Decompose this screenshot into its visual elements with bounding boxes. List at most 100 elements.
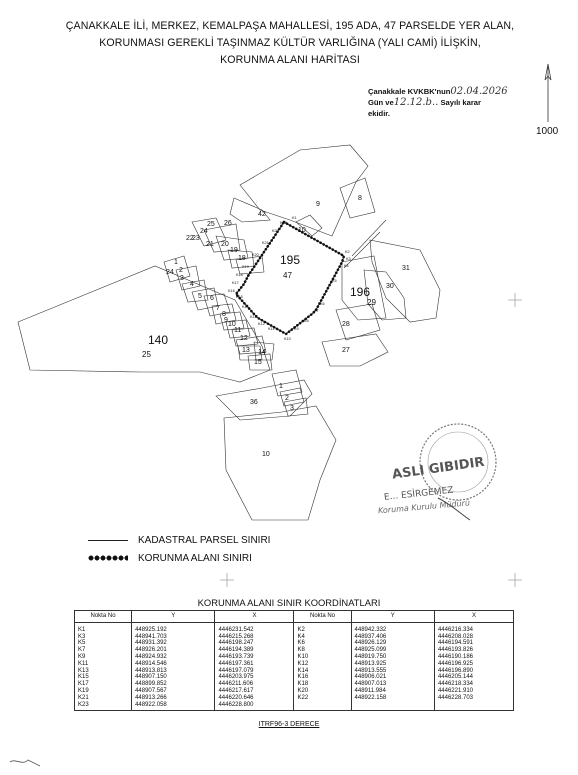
parcel-label-15: 15 [254,359,262,366]
parcel-label-10-west: 10 [228,321,236,328]
table-cell: 448914.546 [131,660,216,668]
parcel-label-9-west: 9 [224,317,228,324]
parcel-label-4: 4 [190,281,194,288]
point-label-k1: K1 [292,216,297,220]
parcel-10-north [295,214,323,237]
parcel-9 [239,144,369,237]
parcel-196-29 [341,255,387,321]
parcel-11 [231,327,259,347]
scale-label: 1000 [536,126,559,137]
parcel-5 [191,287,219,311]
parcel-15 [247,353,273,371]
table-cell: 448924.932 [131,653,216,661]
parcel-label-24-west: 24 [166,269,174,276]
point-label-k14: K14 [242,305,249,309]
parcel-label-20: 20 [221,241,229,248]
table-cell: 448937.406 [350,633,435,641]
point-label-k21: K21 [262,241,269,245]
table-cell: 4446196.925 [433,660,515,668]
table-cell: K19 [73,687,133,695]
table-title: KORUNMA ALANI SINIR KOORDİNATLARI [197,597,381,608]
table-cell: 448911.984 [350,687,435,695]
block-label-195: 195 [280,253,300,267]
parcel-label-9: 9 [316,201,320,208]
parcel-9-west [219,311,245,331]
point-label-k18: K18 [236,273,243,277]
map-title: ÇANAKKALE İLİ, MERKEZ, KEMALPAŞA MAHALLE… [10,18,570,69]
table-cell: 4446190.186 [433,653,515,661]
table-cell: 4446205.144 [433,674,515,682]
parcel-label-23: 23 [192,235,200,242]
parcel-label-13: 13 [242,347,250,354]
point-label-k7: K7 [314,309,319,313]
table-cell: K17 [73,681,133,688]
table-cell: K4 [293,633,352,641]
table-cell: 448913.813 [131,667,216,675]
legend-protection-label: KORUNMA ALANI SINIRI [138,553,252,564]
table-cell: 4446198.247 [214,640,295,648]
parcel-2 [279,387,305,407]
table-cell: 448907.013 [350,681,435,688]
table-cell: K9 [73,653,133,661]
point-label-k22: K22 [272,229,279,233]
protection-boundary-line [235,221,345,335]
header-x: X [214,610,295,623]
table-cell: 448907.150 [131,674,216,682]
table-cell: K5 [73,640,133,648]
table-cell: K23 [73,701,133,712]
table-cell: 4446220.646 [214,694,295,702]
table-cell: 448941.703 [131,633,216,641]
table-header-row: Nokta No Y X Nokta No Y X [73,610,515,623]
header-nokta-no: Nokta No [73,610,133,623]
parcel-label-1-west: 1 [174,259,178,266]
parcel-label-10: 10 [298,227,306,234]
parcel-label-22: 22 [186,235,194,242]
approval-prefix: Çanakkale KVKBK'nun [368,87,451,96]
parcel-label-19: 19 [230,247,238,254]
parcel-140 [17,265,271,383]
table-cell: 4446228.800 [214,701,295,712]
table-cell: 4446194.591 [433,640,515,648]
parcel-label-12: 12 [240,335,248,342]
stamp-circle-icon [419,423,497,501]
table-cell: 4446231.542 [214,622,295,634]
parcel-label-11: 11 [234,327,241,334]
parcel-label-24: 24 [200,228,208,235]
table-cell: 4446218.334 [433,681,515,688]
road-line [343,231,381,269]
parcel-label-14: 14 [258,349,266,356]
table-cell: K11 [73,660,133,668]
parcel-1 [271,369,303,397]
title-line-2: KORUNMASI GEREKLİ TAŞINMAZ KÜLTÜR VARLIĞ… [99,37,481,49]
table-cell: K10 [293,653,352,661]
parcel-23 [191,217,227,247]
approval-suffix: Sayılı karar [440,98,481,107]
table-cell: 448913.925 [350,660,435,668]
table-cell: 4446215.268 [214,633,295,641]
table-cell: 448907.567 [131,687,216,695]
table-cell: 448913.266 [131,694,216,702]
parcel-3 [175,265,201,291]
parcel-label-28: 28 [342,321,350,328]
parcel-label-25-small: 25 [207,221,215,228]
parcel-label-31: 31 [402,265,410,272]
parcel-21 [203,223,241,253]
table-cell: K12 [293,660,352,668]
table-cell: 4446196.890 [433,667,515,675]
table-cell: 448925.192 [131,622,216,634]
parcel-36 [215,379,313,421]
parcel-18 [235,255,265,275]
parcel-14 [253,341,275,361]
point-label-k3: K3 [346,257,351,261]
parcel-label-5: 5 [198,293,202,300]
point-label-k15: K15 [236,295,243,299]
table-cell: 448913.555 [350,667,435,675]
table-cell: 448931.392 [131,640,216,648]
parcel-4 [181,279,209,303]
